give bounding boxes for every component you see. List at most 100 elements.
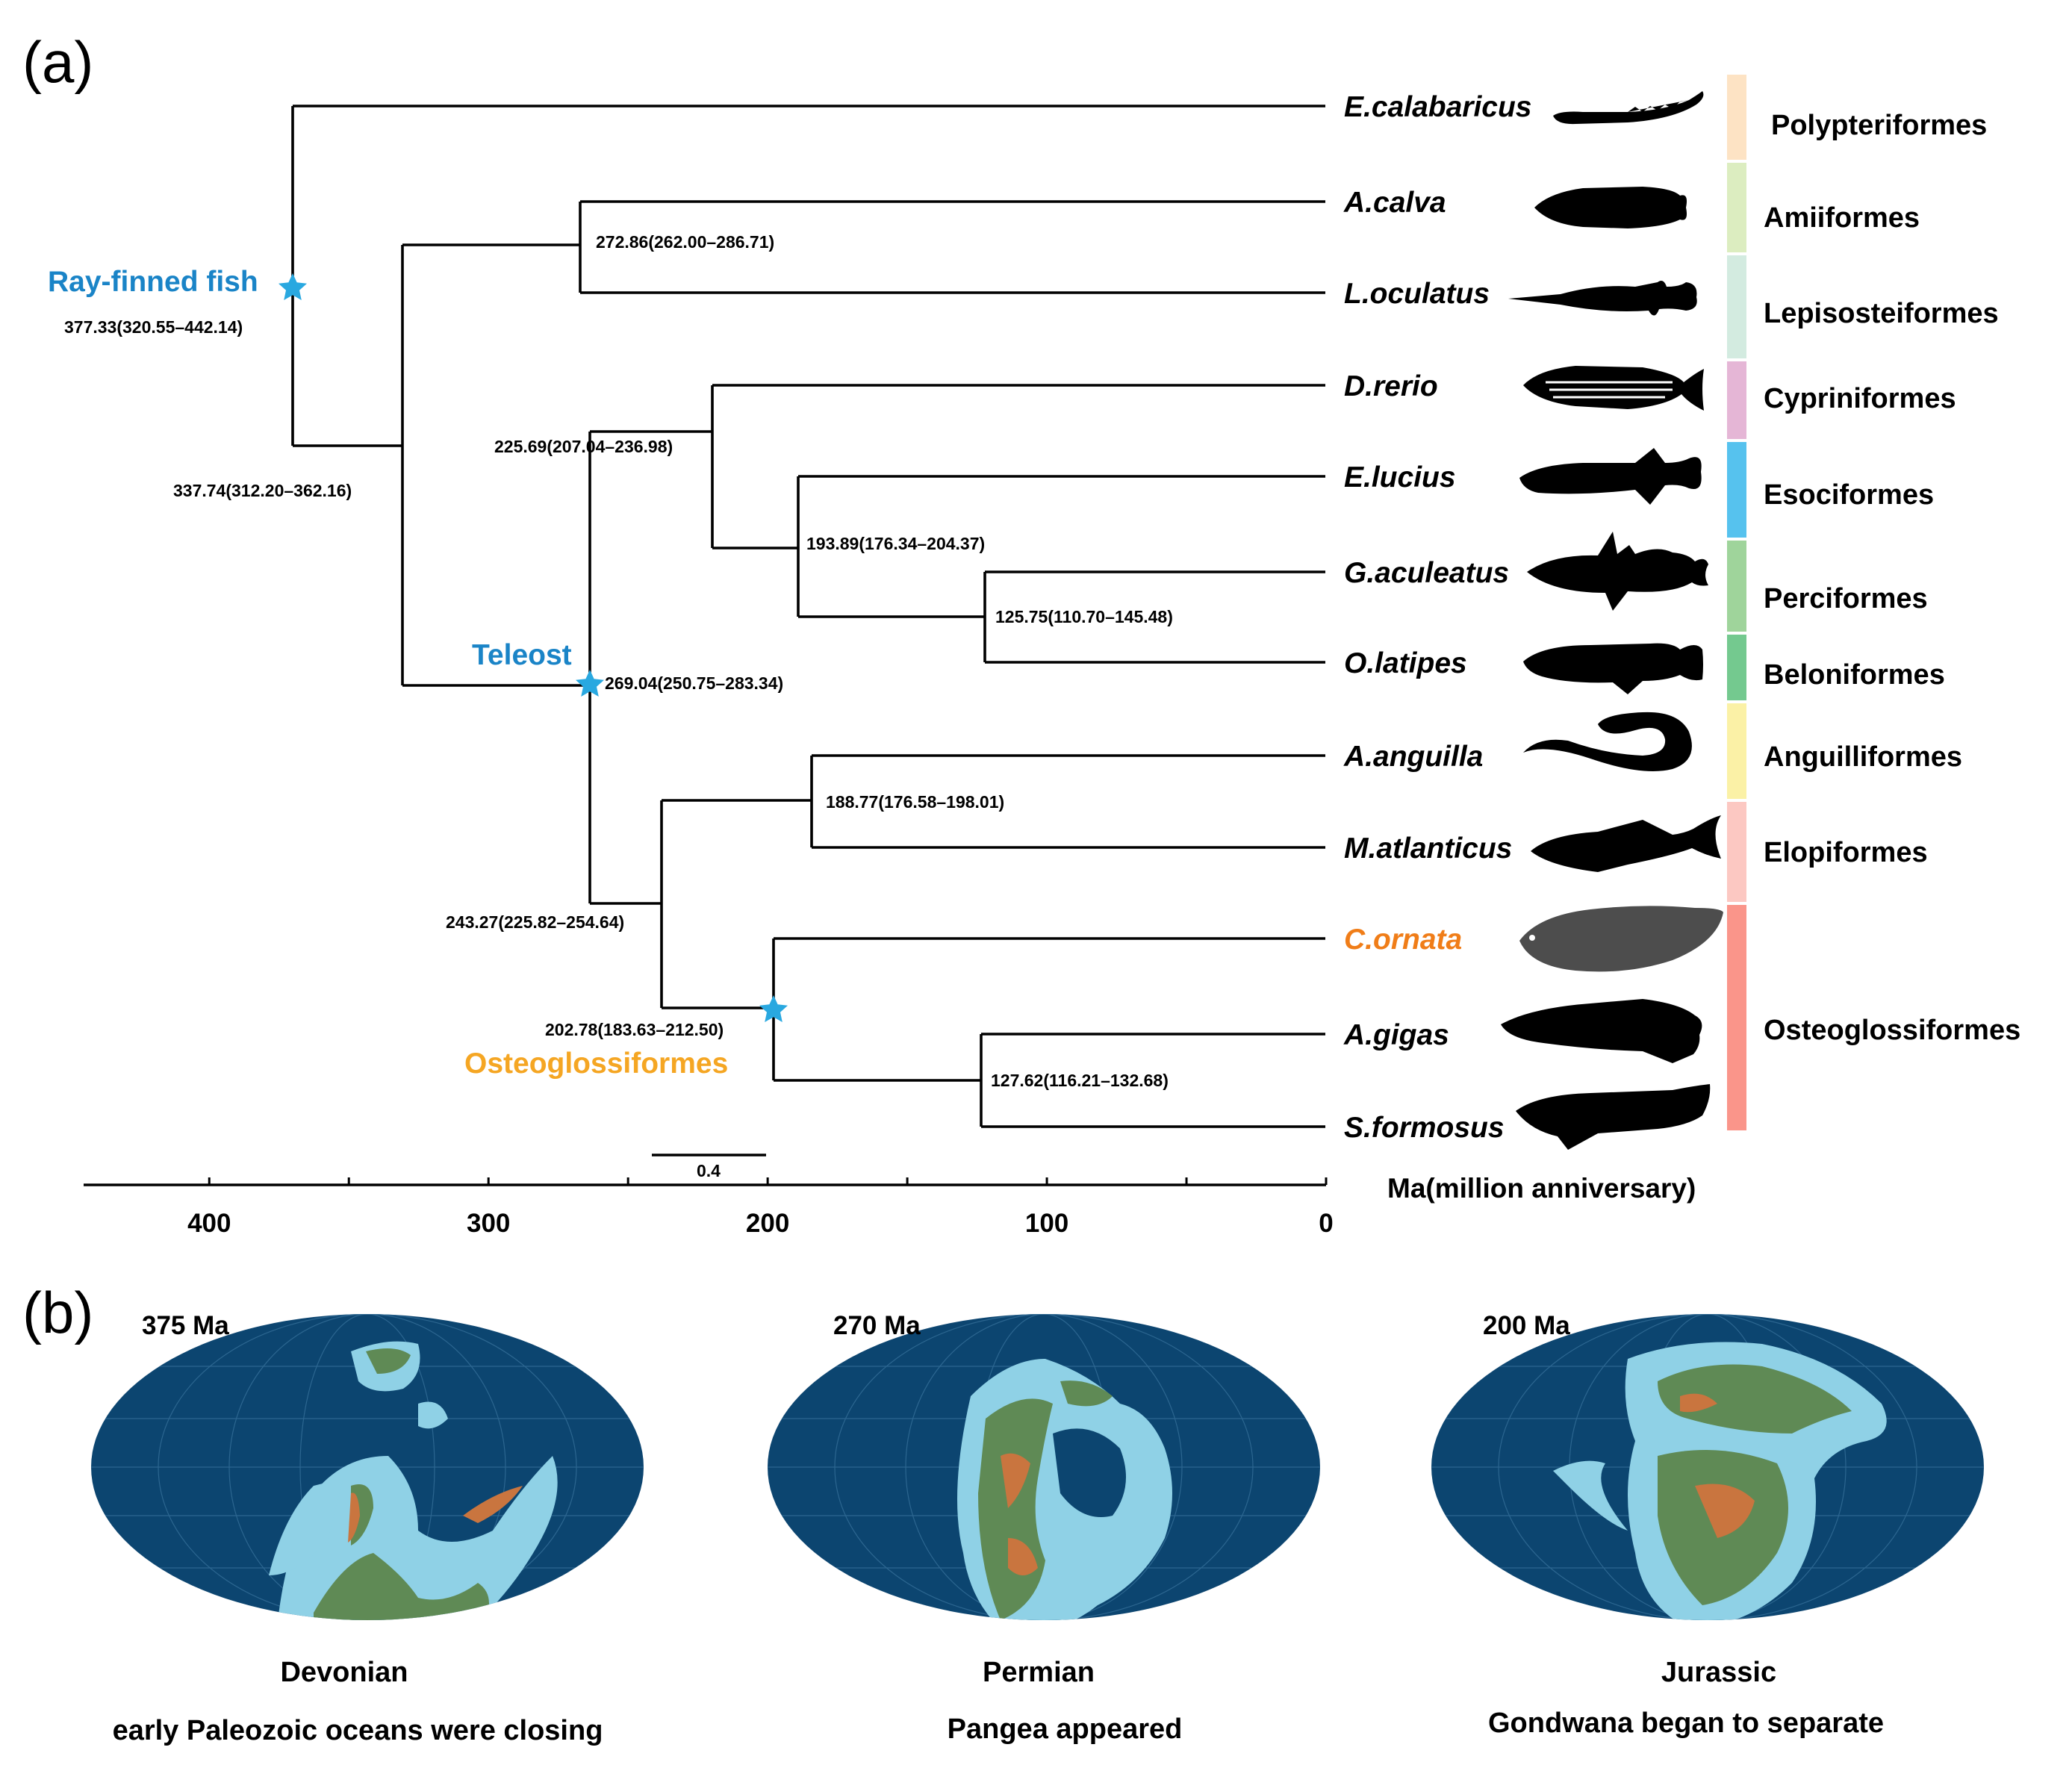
clade-label-ray-finned: Ray-finned fish xyxy=(48,266,258,298)
map-devonian xyxy=(91,1314,644,1620)
species-label: G.aculeatus xyxy=(1344,557,1509,589)
node-label-n10: 127.62(116.21–132.68) xyxy=(991,1071,1169,1090)
map-period-label: Permian xyxy=(983,1657,1095,1688)
axis-title: Ma(million anniversary) xyxy=(1387,1173,1696,1204)
eel-icon xyxy=(1523,712,1692,771)
map-caption: Pangea appeared xyxy=(948,1713,1183,1745)
order-label: Perciformes xyxy=(1764,583,1928,614)
branch-n7 xyxy=(660,799,812,1009)
time-axis: 400 300 200 100 0 xyxy=(84,1177,1334,1238)
panel-a-label: (a) xyxy=(22,29,93,95)
order-label: Polypteriformes xyxy=(1771,110,1987,141)
order-label: Elopiformes xyxy=(1764,837,1928,868)
map-period-label: Devonian xyxy=(280,1657,408,1688)
axis-tick-label: 100 xyxy=(1025,1209,1068,1238)
node-label-n1: 337.74(312.20–362.16) xyxy=(173,481,352,500)
order-label: Anguilliformes xyxy=(1764,741,1962,773)
star-icon xyxy=(576,670,604,697)
branch-n6 xyxy=(983,570,1325,664)
node-labels: 377.33(320.55–442.14) 337.74(312.20–362.… xyxy=(64,232,1173,1090)
order-bar xyxy=(1727,163,1746,252)
map-caption: early Paleozoic oceans were closing xyxy=(113,1715,603,1746)
species-label: M.atlanticus xyxy=(1344,832,1512,865)
fish-silhouettes xyxy=(1501,91,1723,1150)
order-label: Esociformes xyxy=(1764,479,1934,511)
order-label: Cypriniformes xyxy=(1764,383,1956,414)
species-label: O.latipes xyxy=(1344,647,1467,679)
order-bar xyxy=(1727,703,1746,799)
branch-n8 xyxy=(810,754,1325,849)
species-label: S.formosus xyxy=(1344,1112,1505,1144)
branch-n5 xyxy=(797,475,1325,618)
order-label: Lepisosteiformes xyxy=(1764,298,1999,329)
order-labels: Polypteriformes Amiiformes Lepisosteifor… xyxy=(1764,110,2020,1046)
clade-label-osteoglossiformes: Osteoglossiformes xyxy=(464,1048,728,1080)
order-label: Beloniformes xyxy=(1764,659,1945,691)
node-label-osteo: 202.78(183.63–212.50) xyxy=(545,1020,724,1039)
node-stars xyxy=(279,273,788,1022)
node-label-n5: 193.89(176.34–204.37) xyxy=(806,534,985,553)
stickleback-icon xyxy=(1527,532,1708,611)
continents xyxy=(1553,1342,1887,1620)
branch-n4 xyxy=(711,384,1325,550)
species-label: D.rerio xyxy=(1344,370,1438,402)
species-label: A.gigas xyxy=(1343,1019,1449,1051)
map-caption: Gondwana began to separate xyxy=(1488,1708,1884,1739)
zebrafish-icon xyxy=(1523,366,1704,411)
node-label-n7: 243.27(225.82–254.64) xyxy=(446,912,624,932)
axis-tick-label: 300 xyxy=(467,1209,510,1238)
branch-root xyxy=(291,105,1325,447)
species-label: E.lucius xyxy=(1344,461,1456,494)
species-label: A.calva xyxy=(1343,187,1446,219)
node-label-n8: 188.77(176.58–198.01) xyxy=(826,792,1004,812)
order-bar xyxy=(1727,442,1746,538)
ropefish-icon xyxy=(1553,91,1704,125)
axis-tick-label: 400 xyxy=(187,1209,231,1238)
panel-b-label: (b) xyxy=(22,1280,93,1345)
branch-n10 xyxy=(980,1033,1325,1128)
species-label: L.oculatus xyxy=(1344,278,1490,310)
order-bars xyxy=(1727,75,1746,1130)
map-jurassic xyxy=(1431,1314,1984,1620)
species-label: A.anguilla xyxy=(1343,741,1483,773)
continents xyxy=(957,1359,1172,1620)
axis-tick-label: 0 xyxy=(1319,1209,1333,1238)
clade-label-teleost: Teleost xyxy=(472,639,572,671)
order-bar xyxy=(1727,905,1746,1130)
order-bar xyxy=(1727,802,1746,902)
arapaima-icon xyxy=(1501,999,1702,1063)
node-label-n2: 272.86(262.00–286.71) xyxy=(596,232,774,252)
node-label-teleost: 269.04(250.75–283.34) xyxy=(605,673,783,693)
order-label: Osteoglossiformes xyxy=(1764,1015,2020,1046)
node-label-n6: 125.75(110.70–145.48) xyxy=(995,607,1173,626)
continents xyxy=(269,1341,558,1620)
star-icon xyxy=(279,273,307,300)
species-label: E.calabaricus xyxy=(1344,91,1531,123)
medaka-icon xyxy=(1523,643,1703,694)
species-label-highlight: C.ornata xyxy=(1344,924,1462,956)
arowana-icon xyxy=(1516,1084,1711,1150)
branch-teleost xyxy=(588,430,712,905)
star-icon xyxy=(759,995,788,1022)
order-bar xyxy=(1727,361,1746,439)
zebrafish-stripes xyxy=(1546,381,1673,399)
order-bar xyxy=(1727,541,1746,632)
scale-bar-label: 0.4 xyxy=(697,1161,721,1180)
ropefish-fin xyxy=(1628,100,1689,112)
order-label: Amiiformes xyxy=(1764,202,1920,234)
map-age-label: 270 Ma xyxy=(833,1311,921,1340)
branch-n2 xyxy=(579,200,1325,294)
axis-tick-label: 200 xyxy=(746,1209,789,1238)
branch-n1 xyxy=(401,243,590,687)
pike-icon xyxy=(1519,448,1702,505)
featherback-icon xyxy=(1519,906,1723,972)
map-permian xyxy=(768,1314,1320,1620)
species-labels: E.calabaricus A.calva L.oculatus D.rerio… xyxy=(1343,91,1531,1144)
tarpon-icon xyxy=(1531,815,1721,872)
order-bar xyxy=(1727,255,1746,358)
map-age-label: 200 Ma xyxy=(1483,1311,1570,1340)
featherback-eye xyxy=(1529,935,1535,941)
map-age-label: 375 Ma xyxy=(142,1311,229,1340)
branch-osteo xyxy=(772,937,1325,1082)
node-label-n4: 225.69(207.04–236.98) xyxy=(494,437,673,456)
